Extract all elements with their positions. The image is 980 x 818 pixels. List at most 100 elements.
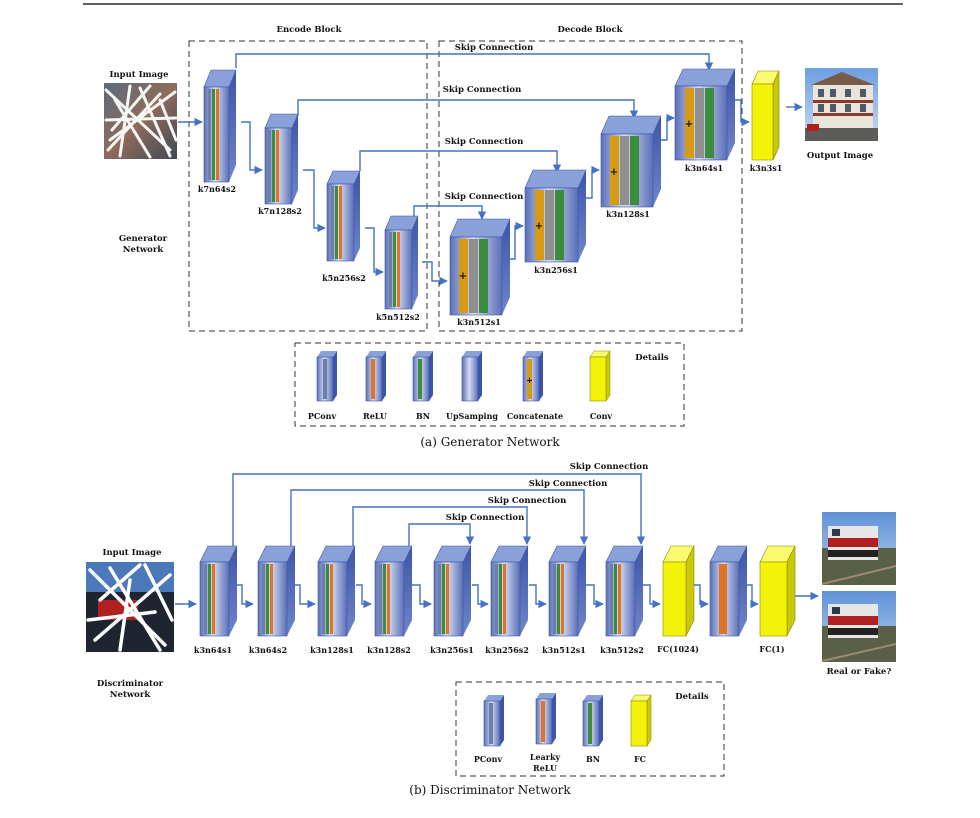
decode-block-box <box>438 40 743 332</box>
svg-text:+: + <box>535 221 543 232</box>
discriminator-caption: (b) Discriminator Network <box>409 783 571 797</box>
disc-fc2-label: FC(1) <box>759 644 784 654</box>
disc-legend-leaky-relu-swatch <box>535 693 556 745</box>
gen-block-out <box>751 70 780 161</box>
disc-details-title: Details <box>675 692 709 702</box>
legend-relu-label: ReLU <box>363 411 387 421</box>
svg-text:+: + <box>610 167 618 178</box>
disc-legend-fc-swatch <box>630 694 652 747</box>
gen-details-box <box>294 342 685 427</box>
disc-output-label: Real or Fake? <box>827 667 892 677</box>
gen-block-d3: + <box>524 169 587 263</box>
gen-label-d4: k3n512s1 <box>457 317 501 327</box>
disc-skip-connection-2 <box>290 489 589 546</box>
encode-block-box <box>188 40 428 332</box>
gen-block-e3 <box>326 170 361 262</box>
disc-arrow-3-4 <box>356 584 372 609</box>
disc-skip-connection-4 <box>408 523 475 546</box>
gen-arrow-e3-e4 <box>365 227 384 277</box>
disc-legend-bn-label: BN <box>586 754 600 764</box>
disc-conv-block-7 <box>548 545 587 637</box>
disc-skip-label-2: Skip Connection <box>529 479 608 489</box>
gen-label-out: k3n3s1 <box>750 163 783 173</box>
svg-text:+: + <box>459 271 467 282</box>
disc-output-image-1 <box>821 512 897 585</box>
gen-label-d3: k3n256s1 <box>534 265 578 275</box>
disc-arrow-relu-fc2 <box>747 584 759 609</box>
generator-section: Encode Block Decode Block Input Image Ge… <box>104 25 878 449</box>
svg-text:+: + <box>685 119 693 130</box>
disc-conv-block-8 <box>605 545 644 637</box>
disc-conv-label-4: k3n128s2 <box>367 645 411 655</box>
generator-network-label-line1: Generator <box>119 234 168 244</box>
gen-block-e1 <box>203 69 237 183</box>
disc-skip-label-3: Skip Connection <box>488 496 567 506</box>
disc-conv-label-5: k3n256s1 <box>430 645 474 655</box>
disc-legend-leaky-label-line1: Learky <box>530 752 561 762</box>
gen-block-d4: + <box>449 218 511 316</box>
generator-input-image <box>104 83 178 159</box>
discriminator-input-image <box>86 562 174 652</box>
disc-arrow-2-3 <box>294 584 316 609</box>
generator-caption: (a) Generator Network <box>420 435 560 449</box>
disc-legend-fc-label: FC <box>634 754 646 764</box>
disc-conv-label-1: k3n64s1 <box>194 645 232 655</box>
gen-skip-connection-3 <box>359 150 562 173</box>
legend-conv-label: Conv <box>590 411 613 421</box>
disc-fc1-block <box>662 545 695 637</box>
disc-conv-blocks: k3n64s1 k3n64s2 k3n128s1 k3n128s2 k3n256s1 k3… <box>194 545 644 655</box>
disc-legend-leaky-label-line2: ReLU <box>533 763 557 773</box>
disc-skip-connection-3 <box>352 506 532 546</box>
gen-label-e1: k7n64s2 <box>198 184 236 194</box>
gen-skip-label-4: Skip Connection <box>445 192 524 202</box>
disc-conv-block-3 <box>317 545 356 637</box>
legend-concatenate-label: Concatenate <box>507 411 563 421</box>
encode-block-title: Encode Block <box>277 25 343 35</box>
gen-arrow-e4-d4 <box>422 261 448 286</box>
disc-output-image-2 <box>821 591 897 662</box>
legend-concatenate-swatch: + <box>522 351 543 402</box>
disc-arrow-7-8 <box>586 584 604 609</box>
disc-details-box <box>455 681 725 777</box>
gen-skip-label-3: Skip Connection <box>445 137 524 147</box>
generator-input-label: Input Image <box>110 70 170 80</box>
gen-skip-connection-1 <box>235 53 714 71</box>
gen-block-e4 <box>384 215 419 310</box>
gen-block-e2 <box>264 113 299 205</box>
decode-block-title: Decode Block <box>557 25 623 35</box>
gen-label-e4: k5n512s2 <box>376 312 420 322</box>
generator-output-label: Output Image <box>807 151 874 161</box>
disc-arrow-fc1-relu <box>694 584 709 609</box>
disc-legend-bn-swatch <box>582 695 603 747</box>
gen-arrow-d2-d1 <box>661 113 675 141</box>
disc-arrow-4-5 <box>412 584 432 609</box>
gen-arrow-e1-e2 <box>241 121 263 175</box>
gen-block-d2: + <box>600 115 662 208</box>
generator-output-image <box>805 68 878 141</box>
disc-conv-block-6 <box>490 545 529 637</box>
legend-bn-label: BN <box>416 411 430 421</box>
legend-relu-swatch <box>365 351 386 402</box>
gen-block-d1: + <box>674 68 736 161</box>
gen-arrow-e2-e3 <box>303 169 326 233</box>
gen-label-e2: k7n128s2 <box>258 206 302 216</box>
gen-skip-connection-2 <box>297 99 639 119</box>
gen-label-d2: k3n128s1 <box>606 209 650 219</box>
disc-conv-label-2: k3n64s2 <box>249 645 287 655</box>
disc-conv-label-6: k3n256s2 <box>485 645 529 655</box>
legend-conv-swatch <box>589 350 611 402</box>
legend-pconv-swatch <box>316 351 337 402</box>
generator-network-label-line2: Network <box>123 245 165 255</box>
gen-skip-connection-4 <box>413 205 487 220</box>
discriminator-input-label: Input Image <box>103 548 163 558</box>
disc-legend-pconv-swatch <box>483 695 504 747</box>
legend-bn-swatch <box>412 351 433 402</box>
disc-conv-block-2 <box>257 545 296 637</box>
disc-conv-label-3: k3n128s1 <box>310 645 354 655</box>
disc-arrow-5-6 <box>472 584 489 609</box>
discriminator-network-label-line2: Network <box>110 690 152 700</box>
disc-relu-block <box>709 545 748 637</box>
legend-upsampling-label: UpSamping <box>446 411 498 421</box>
disc-skip-label-4: Skip Connection <box>446 513 525 523</box>
